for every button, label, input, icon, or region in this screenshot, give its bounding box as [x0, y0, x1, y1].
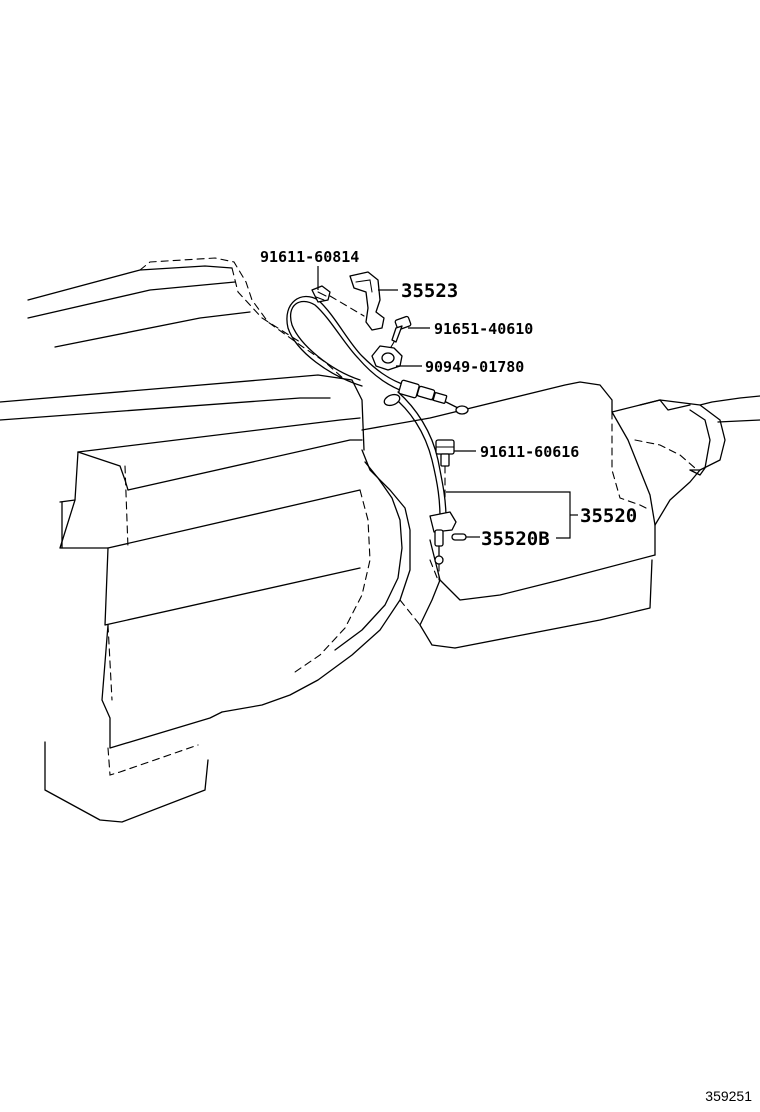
bolt-91611-60814-icon	[311, 285, 331, 303]
cable-adjuster	[398, 379, 469, 415]
cable-lower-end	[429, 511, 457, 581]
part-label-35520b: 35520B	[481, 528, 550, 550]
bracket-35523-icon	[329, 271, 385, 331]
pin-35520b-icon	[451, 533, 467, 541]
part-label-35520: 35520	[580, 505, 637, 527]
part-labels: 91611-60814 35523 91651-40610 90949-0178…	[260, 248, 637, 550]
clamp-90949-01780-icon	[371, 345, 403, 371]
part-label-90949-01780: 90949-01780	[425, 358, 524, 376]
part-label-91651-40610: 91651-40610	[434, 320, 533, 338]
bolt-91651-40610-icon	[387, 315, 412, 353]
part-label-35523: 35523	[401, 280, 458, 302]
cable-assembly	[286, 295, 469, 581]
bolt-91611-60616-icon	[435, 439, 455, 501]
leader-lines	[317, 266, 578, 539]
figure-id: 359251	[705, 1088, 752, 1104]
part-label-91611-60616: 91611-60616	[480, 443, 579, 461]
part-label-91611-60814: 91611-60814	[260, 248, 359, 266]
transmission-housing	[0, 257, 760, 823]
